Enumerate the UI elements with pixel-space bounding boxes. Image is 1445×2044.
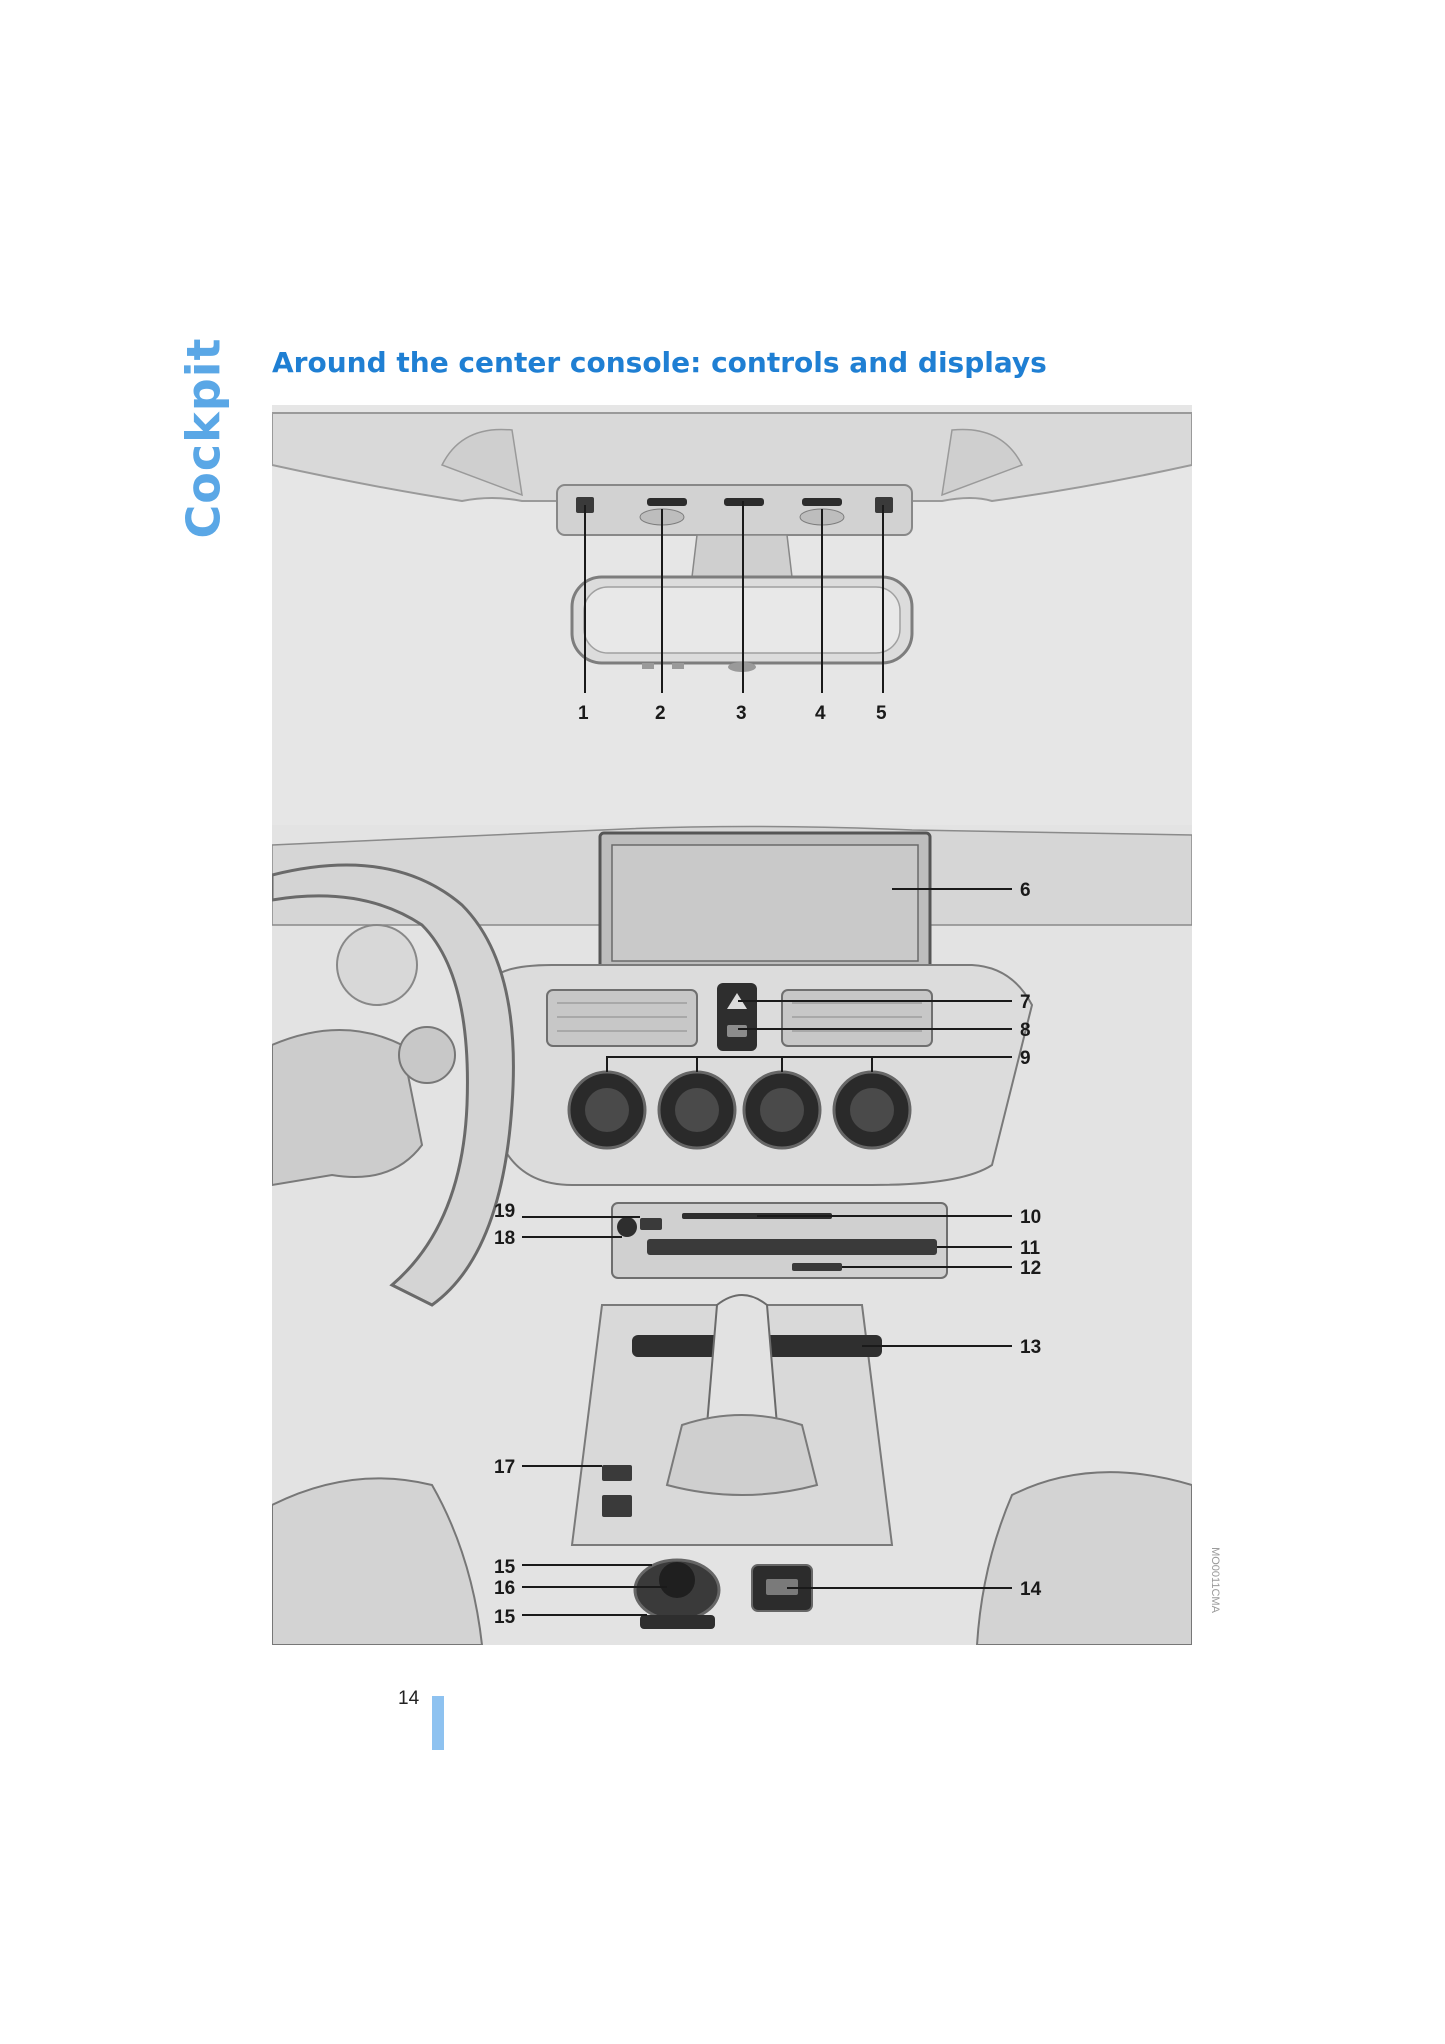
callout-17: 17: [494, 1457, 515, 1478]
callout-14: 14: [1020, 1579, 1042, 1600]
callout-9: 9: [1020, 1048, 1031, 1069]
callout-5: 5: [876, 703, 887, 724]
callout-19: 19: [494, 1201, 515, 1222]
callout-13: 13: [1020, 1337, 1041, 1358]
page-marker-bar: [432, 1696, 444, 1750]
callout-6: 6: [1020, 880, 1031, 901]
overhead-console-drawing: [272, 405, 1192, 825]
section-tab-label: Cockpit: [176, 337, 230, 539]
callout-2: 2: [655, 703, 666, 724]
center-console-drawing: [272, 825, 1192, 1645]
callout-4: 4: [815, 703, 826, 724]
page-number: 14: [398, 1688, 420, 1709]
image-code: MO0011CMA: [1185, 1547, 1245, 1613]
image-code-label: MO0011CMA: [1209, 1547, 1222, 1613]
callout-16: 16: [494, 1578, 515, 1599]
callout-11: 11: [1020, 1238, 1041, 1259]
callout-1: 1: [578, 703, 589, 724]
callout-18: 18: [494, 1228, 515, 1249]
callout-10: 10: [1020, 1207, 1041, 1228]
cockpit-illustration: 1 2 3 4 5: [272, 405, 1192, 1645]
page-heading: Around the center console: controls and …: [272, 346, 1047, 379]
callout-7: 7: [1020, 992, 1031, 1013]
callout-15-bottom: 15: [494, 1607, 516, 1628]
section-tab: Cockpit: [176, 338, 230, 539]
callout-8: 8: [1020, 1020, 1031, 1041]
callout-3: 3: [736, 703, 747, 724]
callout-15-top: 15: [494, 1557, 516, 1578]
callout-12: 12: [1020, 1258, 1041, 1279]
